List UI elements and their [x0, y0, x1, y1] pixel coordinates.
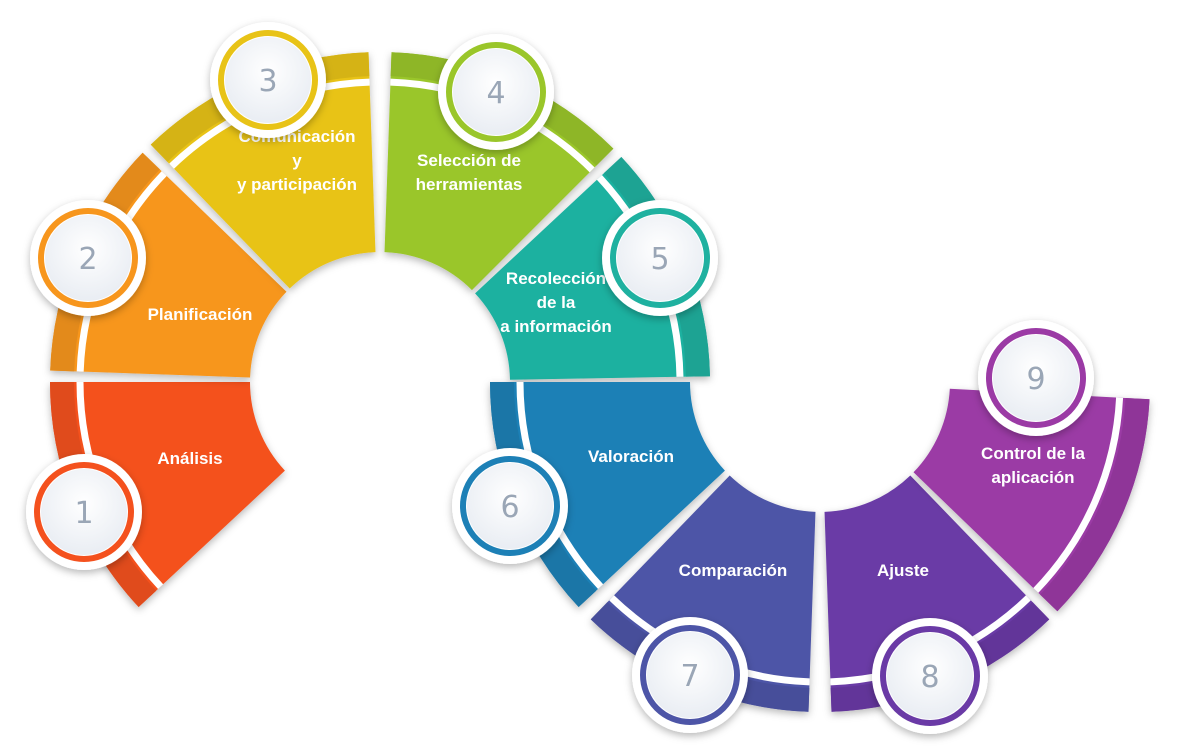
step-7-number: 7	[680, 659, 699, 694]
step-1-outer-band	[50, 382, 157, 608]
step-2-outer-band	[50, 152, 160, 372]
step-9-outer-band	[1040, 398, 1150, 612]
step-6-badge: 6	[452, 448, 568, 564]
step-9-stripe	[1033, 397, 1124, 593]
step-7-label: Comparación	[679, 561, 788, 580]
step-8-badge: 8	[872, 618, 988, 734]
step-1-badge: 1	[26, 454, 142, 570]
step-8-label: Ajuste	[877, 561, 929, 580]
step-7-badge: 7	[632, 617, 748, 733]
step-7-outer-band	[590, 602, 810, 712]
step-3-badge: 3	[210, 22, 326, 138]
step-2-badge: 2	[30, 200, 146, 316]
step-6-outer-band	[490, 382, 597, 608]
step-9-badge: 9	[978, 320, 1094, 436]
step-5-outer-band	[603, 156, 710, 377]
step-2-number: 2	[78, 242, 97, 277]
step-8-number: 8	[920, 660, 939, 695]
step-5-number: 5	[650, 242, 669, 277]
step-6-label: Valoración	[588, 447, 674, 466]
step-1-number: 1	[74, 496, 93, 531]
step-4-badge: 4	[438, 34, 554, 150]
step-3-number: 3	[258, 64, 277, 99]
step-6-number: 6	[500, 490, 519, 525]
step-2-label: Planificación	[148, 305, 253, 324]
step-9-number: 9	[1026, 362, 1045, 397]
step-1-label: Análisis	[157, 449, 222, 468]
step-5-badge: 5	[602, 200, 718, 316]
step-4-number: 4	[486, 76, 505, 111]
